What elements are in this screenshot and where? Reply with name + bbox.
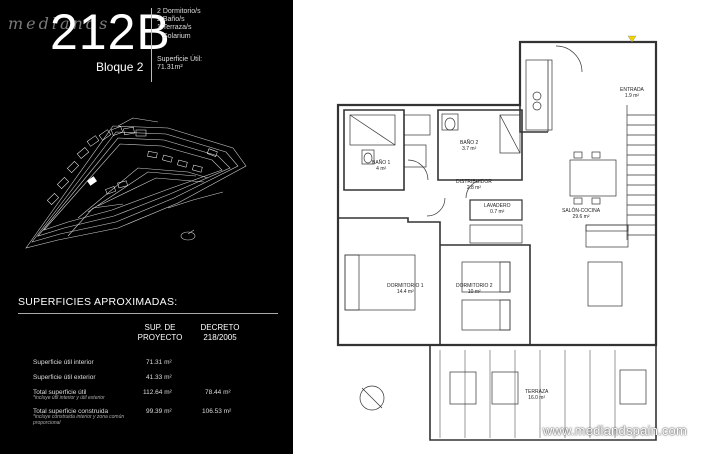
brand-logo: medlands (8, 14, 111, 33)
info-panel: medlands 212B Bloque 2 2 Dormitorio/s 2 … (0, 0, 293, 454)
feature-solarium: Solarium (163, 32, 191, 40)
val-total-construida-proyecto: 99.39 m² (146, 408, 172, 415)
row-util-exterior: Superficie útil exterior (33, 374, 96, 381)
website-watermark: www.medlandspain.com (542, 423, 687, 438)
unit-code: 212B (50, 4, 171, 60)
superficie-util: Superficie Útil: 71.31m² (157, 56, 202, 72)
surfaces-divider (18, 313, 278, 314)
divider (151, 8, 152, 82)
col-header-decreto: DECRETO 218/2005 (200, 323, 240, 342)
val-util-interior-proyecto: 71.31 m² (146, 359, 172, 366)
val-util-exterior-proyecto: 41.33 m² (146, 374, 172, 381)
feature-bathrooms: 2 Baño/s (157, 16, 185, 24)
feature-terraces: 1 Terraza/s (157, 24, 192, 32)
val-total-construida-decreto: 106.53 m² (202, 408, 232, 415)
superficie-value: 71.31m² (157, 64, 183, 72)
surfaces-title: SUPERFICIES APROXIMADAS: (18, 296, 178, 308)
row-util-interior: Superficie útil interior (33, 359, 94, 366)
val-total-util-decreto: 78.44 m² (205, 389, 231, 396)
bloque-label: Bloque 2 (96, 60, 144, 74)
superficie-label: Superficie Útil: (157, 56, 203, 63)
feature-bedrooms: 2 Dormitorio/s (157, 8, 201, 15)
floor-plan-drawing (336, 35, 658, 441)
val-total-util-proyecto: 112.64 m² (143, 389, 172, 396)
features-list: 2 Dormitorio/s 2 Baño/s 1 Terraza/s Sola… (157, 8, 201, 41)
row-total-construida: Total superficie construida *incluye con… (33, 408, 125, 426)
col-header-proyecto: SUP. DE PROYECTO (137, 323, 183, 342)
site-plan-drawing (25, 117, 247, 249)
row-total-util: Total superficie útil *incluye útil inte… (33, 389, 105, 401)
